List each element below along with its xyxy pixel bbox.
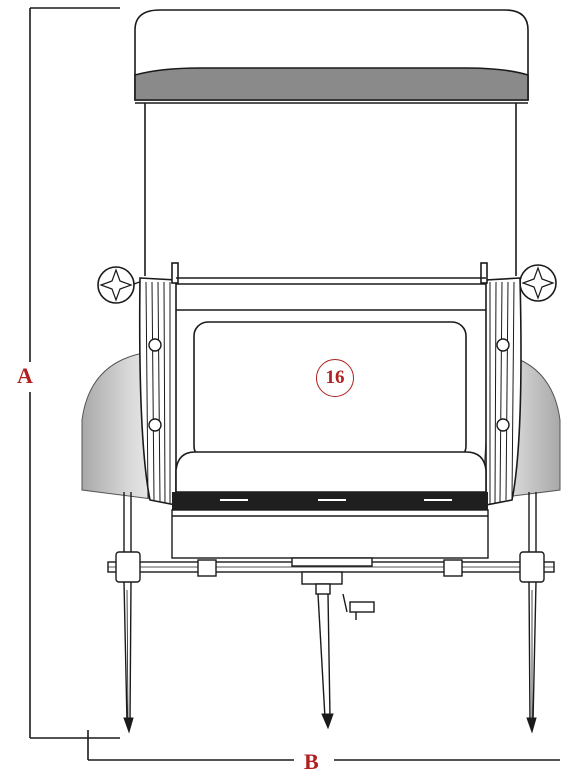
- canopy-band: [134, 67, 529, 101]
- canopy-top: [134, 9, 529, 104]
- canopy-posts: [144, 103, 517, 276]
- right-wheel: [526, 492, 537, 734]
- dimension-b-label: B: [304, 749, 319, 774]
- dimension-a-line: [29, 7, 120, 739]
- body-trim-strip: [172, 492, 488, 510]
- rear-axle: [107, 557, 555, 577]
- right-lamp: [515, 264, 557, 302]
- dimension-b-line: [87, 730, 560, 761]
- center-brake-shaft: [301, 571, 375, 730]
- seat-cushion: [175, 451, 487, 493]
- left-side-panel: [138, 277, 177, 506]
- dimension-a-label: A: [17, 363, 33, 388]
- wheel-hubs: [115, 551, 545, 583]
- side-knobs: [148, 338, 510, 432]
- left-wheel: [123, 492, 134, 734]
- left-lamp: [97, 266, 146, 304]
- part-number-badge: 16: [316, 359, 354, 397]
- right-side-panel: [485, 277, 522, 506]
- lower-body: [171, 509, 489, 559]
- seat-back-rail: [171, 262, 488, 311]
